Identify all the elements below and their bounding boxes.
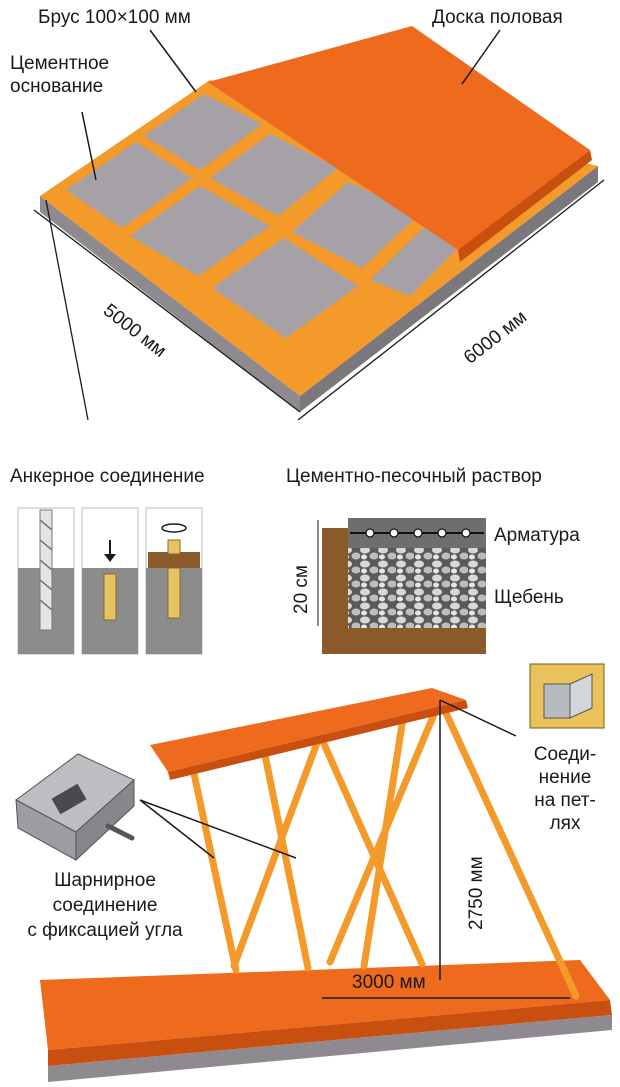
board-leader [461,29,501,85]
wood-formwork [322,528,486,654]
board-label: Доска половая [432,7,563,28]
floor-platform [33,26,605,421]
base-platform [40,960,610,1050]
anchor-step-fasten [145,507,203,655]
base-platform-stripe [48,1000,612,1066]
loop-label-line2: нение [538,767,592,788]
roof-edge [168,700,468,780]
hinge-leader-1 [139,799,215,859]
gravel-layer [348,548,486,628]
loop-label-line3: на пет- [534,790,596,811]
roof-panel [150,688,466,772]
anchor-title: Анкерное соединение [10,466,205,487]
rebar-label: Арматура [494,525,580,546]
anchor-steps [17,507,203,655]
concrete-label-line2: основание [10,76,104,97]
length-dim-line [297,179,605,421]
slab-side-left [40,196,300,412]
hinge-label-line1: Шарнирное [54,870,156,891]
gravel-label: Щебень [494,587,564,608]
slab-side-right [300,166,598,412]
concrete-leader [81,111,97,181]
base-platform-shadow [48,1015,612,1082]
hinge-device-icon [15,753,135,862]
hinge-label-line3: с фиксацией угла [27,920,183,941]
hinge-label-line2: соединение [52,895,158,916]
floor-board-edge [458,150,592,262]
rebar-dots [365,528,471,538]
mortar-section [317,512,490,654]
anchor-step-insert [81,507,139,655]
concrete-label-line1: Цементное [10,53,110,74]
width-dim-ext [45,199,89,421]
anchor-step-drill [17,507,75,655]
hinge-leader-2 [139,799,297,859]
mortar-title: Цементно-песочный раствор [286,466,542,487]
floor-board [208,26,590,250]
mortar-height-label: 20 см [291,565,312,614]
frame-base-label: 3000 мм [352,972,426,993]
beam-leader [149,29,197,93]
concrete-cells [66,94,470,338]
frame-height-label: 2750 мм [466,856,487,930]
width-dim-line [33,209,301,413]
loop-leader [439,699,517,737]
beam-label: Брус 100×100 мм [38,7,191,28]
loop-bracket-icon [529,663,605,729]
loop-label-line1: Соеди- [533,744,597,765]
frame-assembly [15,663,612,1082]
loop-label-line4: лях [549,813,581,834]
